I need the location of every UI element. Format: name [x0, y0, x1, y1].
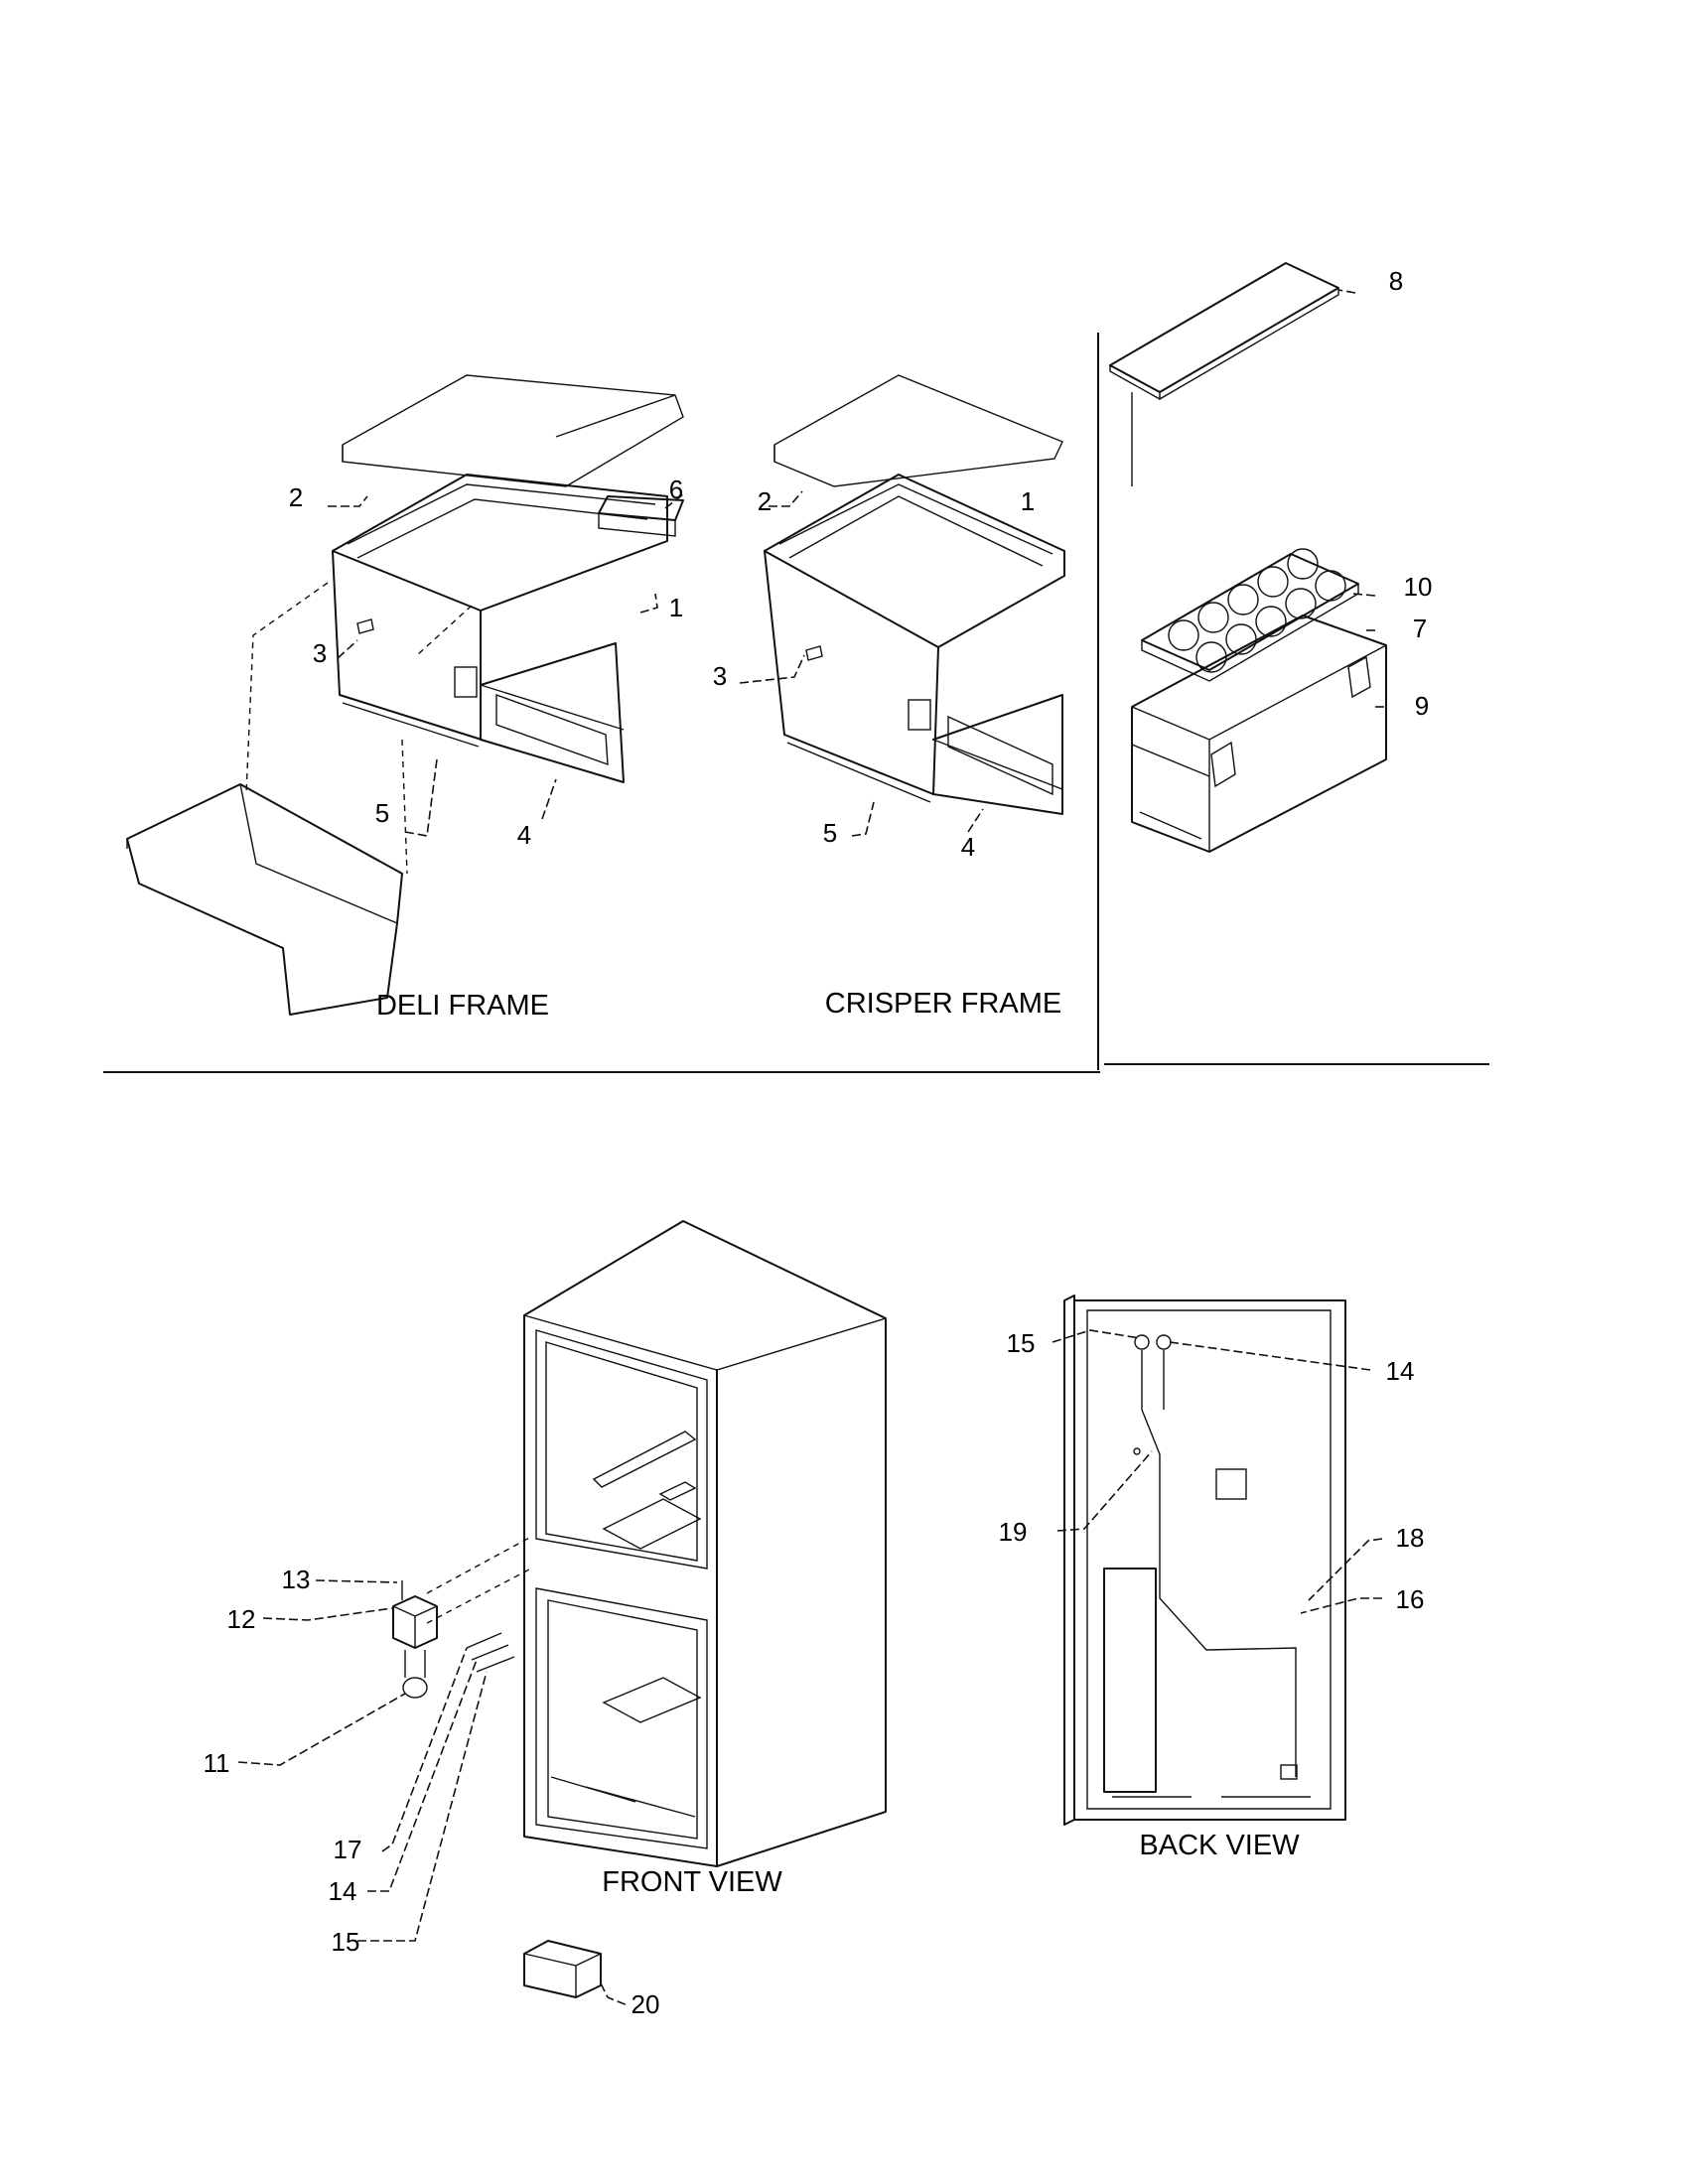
crisper-frame-assembly	[764, 374, 1065, 815]
front-callout-13: 13	[282, 1565, 311, 1594]
deli-frame-assembly	[126, 374, 684, 1016]
front-callout-17: 17	[334, 1835, 362, 1864]
crisper-frame-caption: CRISPER FRAME	[825, 988, 1061, 1020]
front-view-caption: FRONT VIEW	[602, 1866, 782, 1898]
back-callout-18: 18	[1396, 1523, 1425, 1553]
egg-callout-7: 7	[1413, 614, 1427, 643]
deli-callout-2: 2	[289, 482, 303, 512]
back-callout-15: 15	[1007, 1328, 1036, 1358]
crisper-callout-4: 4	[961, 832, 975, 862]
crisper-callout-1: 1	[1021, 486, 1035, 516]
deli-callout-4: 4	[517, 820, 531, 850]
back-callout-14: 14	[1386, 1356, 1415, 1386]
front-callout-20: 20	[632, 1989, 660, 2019]
crisper-callout-2: 2	[758, 486, 772, 516]
front-callout-11: 11	[204, 1748, 230, 1778]
front-view-cabinet	[392, 1220, 887, 1998]
egg-callout-9: 9	[1415, 691, 1429, 721]
deli-frame-caption: DELI FRAME	[376, 990, 549, 1022]
crisper-callout-3: 3	[713, 661, 727, 691]
front-callout-15: 15	[332, 1927, 360, 1957]
egg-tray-assembly	[1109, 262, 1387, 853]
crisper-callout-5: 5	[823, 818, 837, 848]
deli-callout-3: 3	[313, 638, 327, 668]
back-view-caption: BACK VIEW	[1139, 1830, 1300, 1861]
deli-callout-5: 5	[375, 798, 389, 828]
front-callout-12: 12	[227, 1604, 256, 1634]
back-view-cabinet	[1063, 1295, 1346, 1826]
deli-callout-1: 1	[669, 593, 683, 622]
callout-leaders	[237, 289, 1388, 2006]
back-callout-16: 16	[1396, 1584, 1425, 1614]
egg-callout-10: 10	[1404, 572, 1433, 602]
back-callout-19: 19	[999, 1517, 1028, 1547]
egg-callout-8: 8	[1389, 266, 1403, 296]
front-callout-14: 14	[329, 1876, 357, 1906]
deli-callout-6: 6	[669, 475, 683, 504]
